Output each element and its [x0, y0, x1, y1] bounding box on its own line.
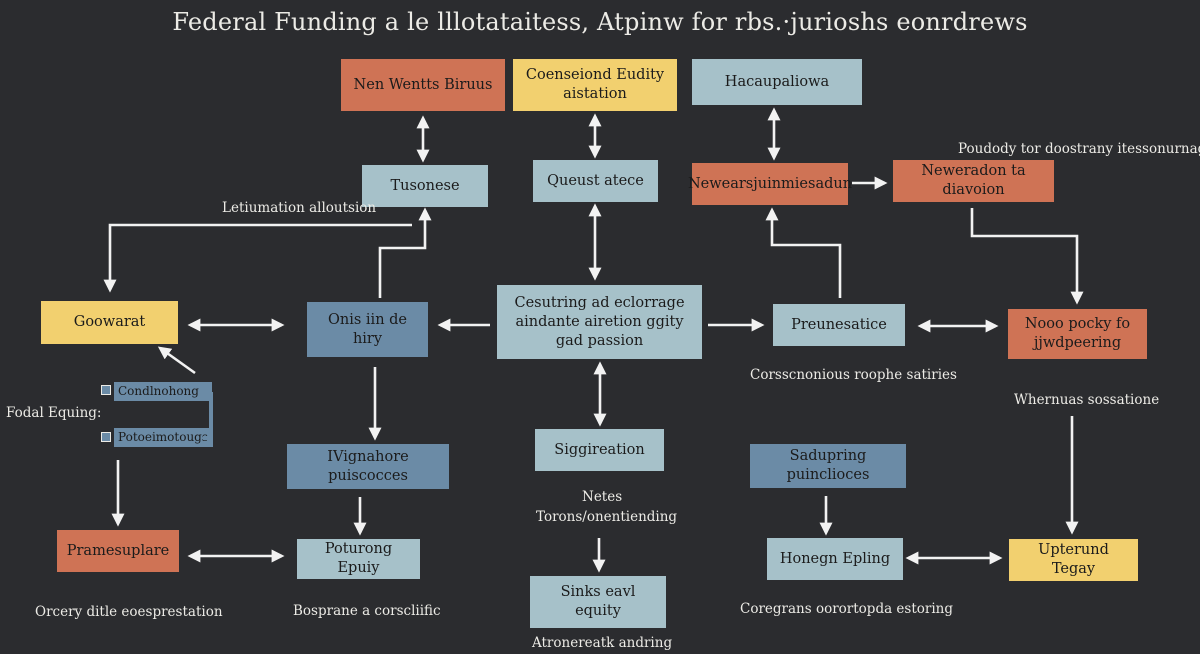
- label-torons: Torons/onentiending: [536, 509, 678, 525]
- node-newearsj[interactable]: Newearsjuinmiesadun: [688, 163, 852, 205]
- node-noon-pocky[interactable]: Nooo pocky fo jjwdpeering: [1008, 309, 1147, 359]
- node-honegn[interactable]: Honegn Epling: [767, 538, 903, 580]
- label-wherunus: Whernuas sossatione: [1014, 392, 1160, 408]
- label-poudody: Poudody tor doostrany itessonurnagy: [958, 141, 1200, 157]
- node-sadupring[interactable]: Sadupring puinclioces: [750, 444, 906, 488]
- mini-list-bracket: [203, 392, 213, 440]
- node-preunesatice[interactable]: Preunesatice: [773, 304, 905, 346]
- label-letumation: Letiumation alloutsion: [222, 200, 377, 216]
- node-siggireation[interactable]: Siggireation: [535, 429, 664, 471]
- node-potrurong[interactable]: Poturong Epuiy: [297, 539, 420, 579]
- node-pramesuplare[interactable]: Pramesuplare: [57, 530, 179, 572]
- label-bosprane: Bosprane a corscliific: [293, 603, 441, 619]
- node-coensesiond[interactable]: Coenseiond Eudity aistation: [513, 59, 677, 111]
- node-goowarat[interactable]: Goowarat: [41, 301, 178, 344]
- node-sinks-eavl[interactable]: Sinks eavl equity: [530, 576, 666, 628]
- node-quest-atece[interactable]: Queust atece: [533, 160, 658, 202]
- label-coregrans: Coregrans oorortopda estoring: [740, 601, 954, 617]
- node-nen-wents[interactable]: Nen Wentts Biruus: [341, 59, 505, 111]
- node-neweradon[interactable]: Neweradon ta diavoion: [893, 160, 1054, 202]
- label-fodal-equing: Fodal Equing:: [6, 405, 102, 421]
- mini-list-bullet: [101, 432, 111, 442]
- arrow-neweradon-noon: [970, 208, 1084, 305]
- label-corsscnonious: Corsscnonious roophe satiries: [750, 367, 957, 383]
- label-orcery: Orcery ditle eoesprestation: [35, 604, 223, 620]
- node-ivignahore[interactable]: IVignahore puiscocces: [287, 444, 449, 489]
- node-tusonese[interactable]: Tusonese: [362, 165, 488, 207]
- mini-list-bullet: [101, 385, 111, 395]
- node-upterund[interactable]: Upterund Tegay: [1009, 539, 1138, 581]
- arrow-mini-goowarat: [157, 346, 196, 375]
- diagram-title: Federal Funding a le lllotataitess, Atpi…: [172, 8, 1028, 36]
- label-netes: Netes: [582, 489, 623, 505]
- node-hacanpaliowa[interactable]: Hacaupaliowa: [692, 59, 862, 105]
- mini-list-item[interactable]: Condlnohong: [114, 382, 212, 401]
- label-atronereatk: Atronereatk andring: [532, 635, 673, 651]
- mini-list-item[interactable]: Potoeimotougs: [114, 428, 213, 447]
- node-cesutring[interactable]: Cesutring ad eclorrage aindante airetion…: [497, 285, 702, 359]
- arrow-onis-tusonese: [378, 207, 432, 298]
- arrow-preunesatice-newearsj: [765, 207, 842, 298]
- arrow-tusonese-goowarat: [103, 223, 412, 293]
- node-onis-in-de[interactable]: Onis iin de hiry: [307, 302, 428, 357]
